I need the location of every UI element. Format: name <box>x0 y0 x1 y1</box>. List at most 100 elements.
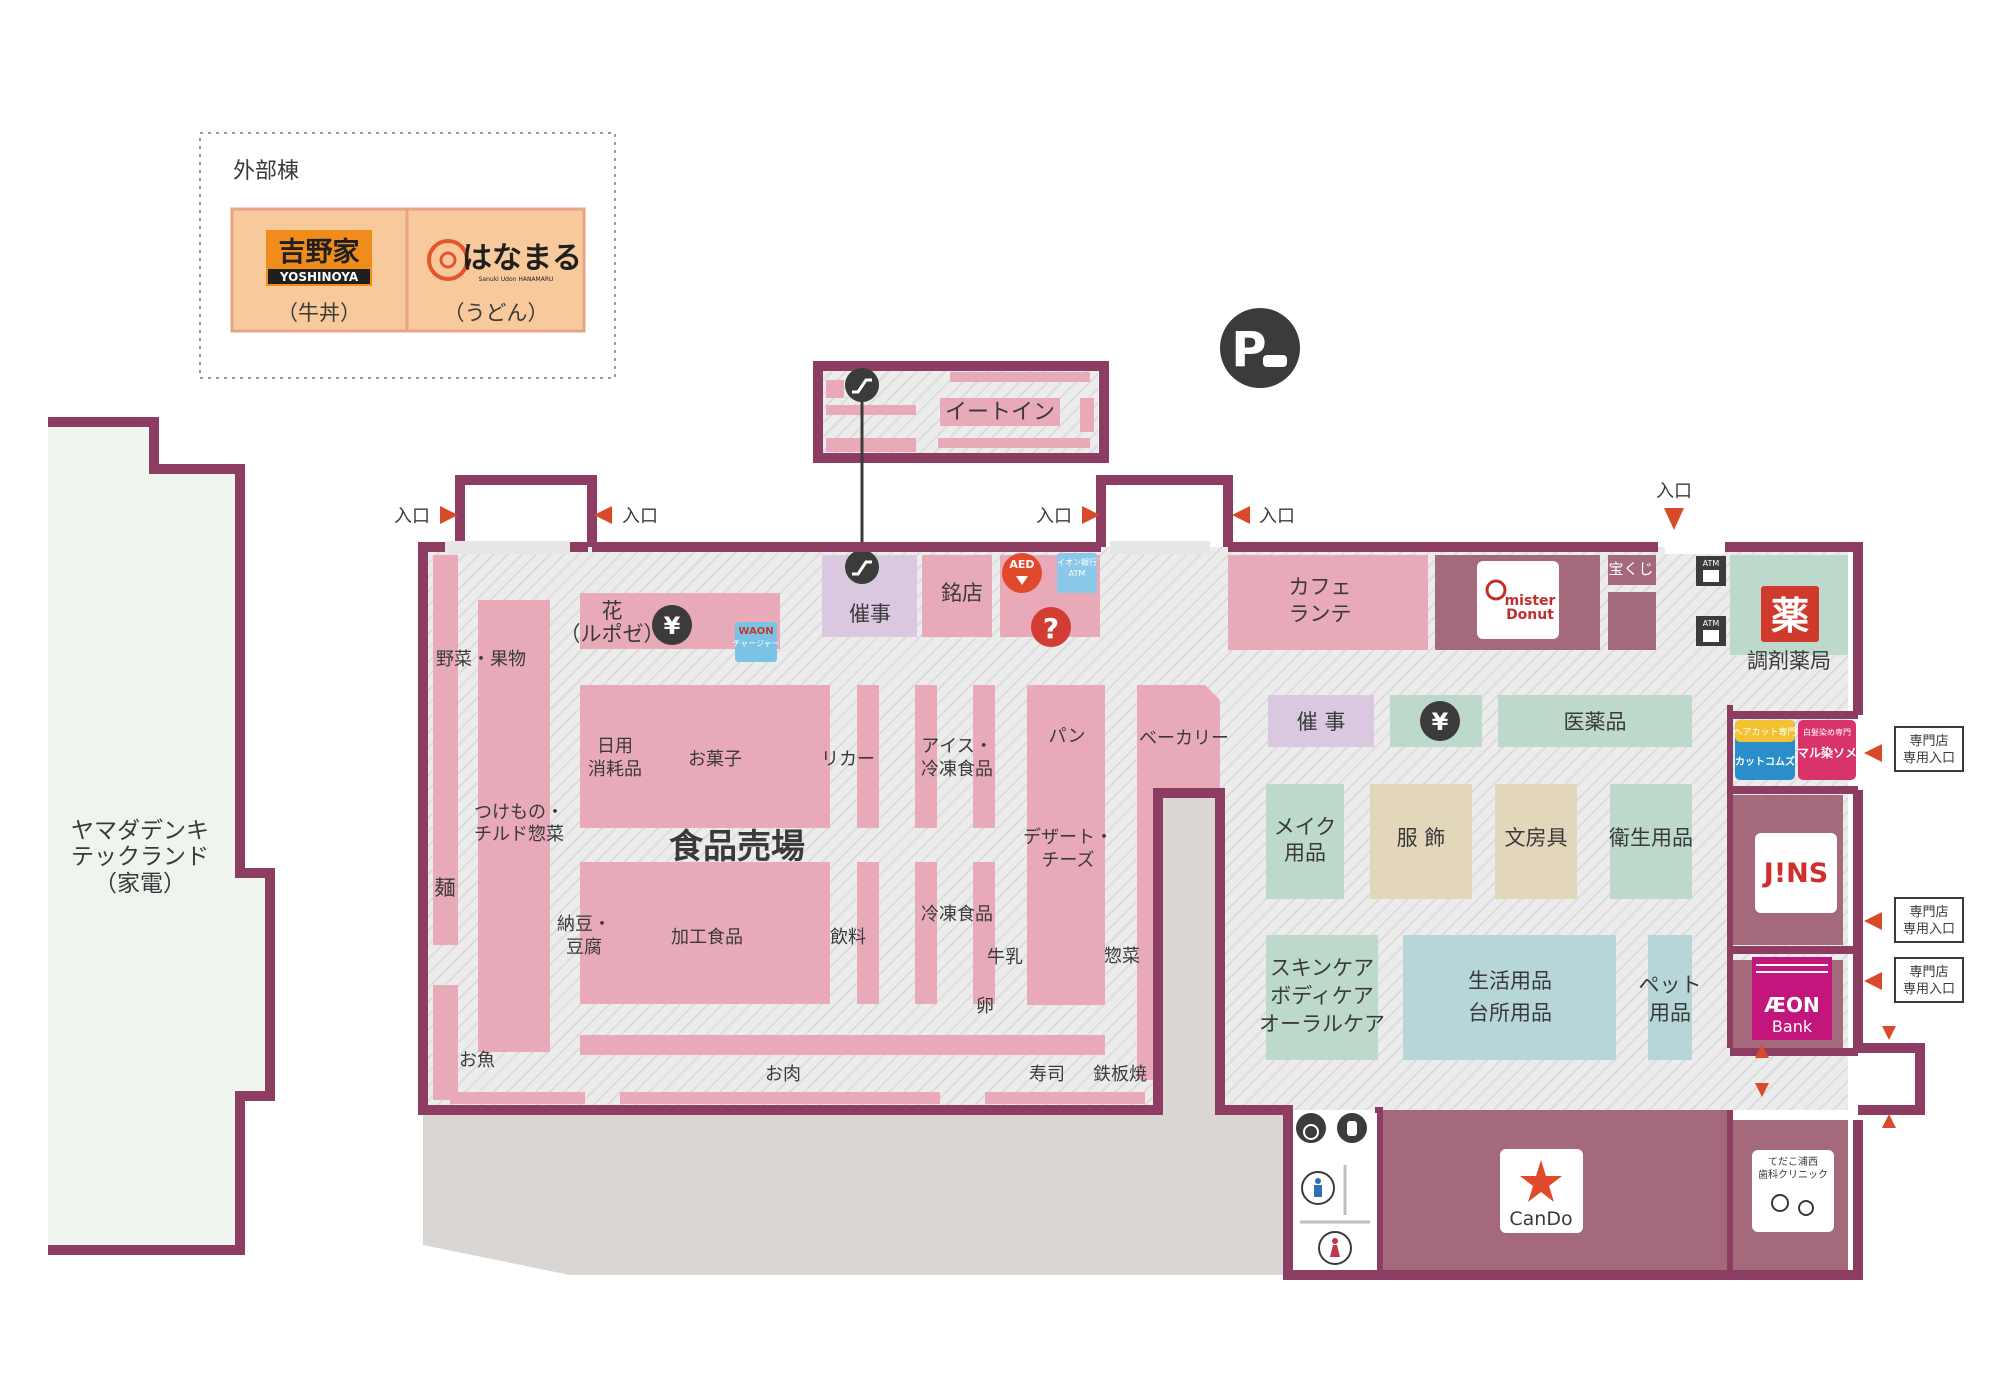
waon-charger-icon: WAON チャージャー <box>732 622 780 662</box>
atm-icon: ATM <box>1696 616 1726 646</box>
tsukemono-label-2: チルド惣菜 <box>474 824 564 845</box>
dental-clinic-logo[interactable]: てだこ浦西 歯科クリニック <box>1752 1150 1834 1232</box>
svg-text:てだこ浦西: てだこ浦西 <box>1768 1155 1818 1168</box>
event-label-2: 催 事 <box>1297 710 1346 734</box>
specialty-entrance-1: 専門店 専用入口 <box>1864 726 1964 772</box>
specialty-entrance-3: 専門店 専用入口 <box>1864 957 1964 1003</box>
svg-text:YOSHINOYA: YOSHINOYA <box>279 270 359 284</box>
entrance-arrow-icon <box>1864 912 1882 930</box>
milk-label: 牛乳 <box>987 947 1023 968</box>
entrance-arrow-icon <box>1864 744 1882 762</box>
entrance-arrow-icon <box>1882 1114 1896 1128</box>
entrance-5: 入口 <box>1656 481 1692 530</box>
entrance-1: 入口 <box>394 506 458 527</box>
hygiene-label: 衛生用品 <box>1609 826 1693 850</box>
cafe-label-2: ランテ <box>1289 602 1352 626</box>
jins-logo[interactable]: J!NS <box>1755 833 1837 913</box>
cando-logo[interactable]: CanDo <box>1500 1149 1583 1233</box>
entrance-arrow-icon <box>1882 1026 1896 1040</box>
information-icon: ? <box>1031 607 1071 647</box>
svg-text:入口: 入口 <box>1656 481 1692 502</box>
svg-text:J!NS: J!NS <box>1762 858 1828 889</box>
skincare-label-3: オーラルケア <box>1259 1012 1385 1036</box>
svg-text:CanDo: CanDo <box>1509 1208 1572 1230</box>
dessert-label-2: チーズ <box>1041 850 1094 871</box>
svg-text:白髪染め専門: 白髪染め専門 <box>1803 727 1851 737</box>
pharmacy-logo[interactable]: 薬 <box>1761 586 1819 642</box>
deli-label: 惣菜 <box>1104 946 1140 967</box>
svg-text:ATM: ATM <box>1703 619 1720 628</box>
aeon-atm-icon: イオン銀行 ATM <box>1057 553 1097 593</box>
bakery-label: ベーカリー <box>1139 728 1229 749</box>
sushi-label: 寿司 <box>1029 1064 1065 1085</box>
bread-label: パン <box>1049 726 1086 747</box>
entrance-2: 入口 <box>594 506 658 527</box>
medicine-label: 医薬品 <box>1564 710 1627 734</box>
svg-text:?: ? <box>1043 612 1059 645</box>
svg-text:吉野家: 吉野家 <box>279 236 360 268</box>
entrance-3: 入口 <box>1036 506 1100 527</box>
yoshinoya-store[interactable]: 吉野家 YOSHINOYA （牛丼） <box>266 230 372 325</box>
svg-text:専用入口: 専用入口 <box>1903 922 1955 937</box>
svg-text:ATM: ATM <box>1703 559 1720 568</box>
donut-icon <box>1485 579 1507 601</box>
svg-text:入口: 入口 <box>1036 506 1072 527</box>
svg-text:入口: 入口 <box>622 506 658 527</box>
parking-icon: P <box>1220 308 1300 388</box>
escalator-icon-upper <box>845 368 879 402</box>
svg-text:テックランド: テックランド <box>71 844 209 870</box>
ice-label-1: アイス・ <box>921 736 992 757</box>
snacks-label: お菓子 <box>688 749 742 770</box>
svg-text:P: P <box>1231 322 1266 378</box>
yen-icon: ¥ <box>1420 701 1460 741</box>
hair-color-tenant[interactable]: 白髪染め専門 マル染ソメ <box>1797 720 1857 780</box>
food-area <box>433 555 1220 1104</box>
makeup-label-1: メイク <box>1274 815 1337 839</box>
egg-label: 卵 <box>976 996 994 1017</box>
natto-label-1: 納豆・ <box>557 914 611 935</box>
svg-text:mister: mister <box>1505 593 1556 609</box>
hanamaru-flower-icon <box>427 239 469 281</box>
skincare-label-2: ボディケア <box>1270 984 1374 1008</box>
makeup-label-2: 用品 <box>1284 841 1326 865</box>
pet-label-2: 用品 <box>1649 1001 1691 1025</box>
takarakuji-label: 宝くじ <box>1608 560 1653 578</box>
stationery-label: 文房具 <box>1505 826 1568 850</box>
living-label-2: 台所用品 <box>1468 1001 1552 1025</box>
entrance-arrow-icon <box>1232 506 1250 524</box>
hanamaru-store[interactable]: はなまる Sanuki Udon HANAMARU （うどん） <box>427 239 582 325</box>
svg-text:ヤマダデンキ: ヤマダデンキ <box>71 818 209 844</box>
svg-text:AED: AED <box>1009 558 1034 571</box>
svg-text:ÆON: ÆON <box>1764 993 1819 1017</box>
cafe-label-1: カフェ <box>1289 575 1352 599</box>
svg-text:チャージャー: チャージャー <box>732 639 779 648</box>
svg-text:イオン銀行: イオン銀行 <box>1057 557 1097 567</box>
pharmacy-label: 調剤薬局 <box>1747 649 1831 673</box>
yoshinoya-category: （牛丼） <box>277 301 361 325</box>
event-label-1: 催事 <box>849 602 891 626</box>
flower-label-2: （ルポゼ） <box>560 622 665 646</box>
entrance-arrow-icon <box>1864 972 1882 990</box>
yamada-denki-building[interactable]: ヤマダデンキ テックランド （家電） <box>48 417 275 1255</box>
clothes-label: 服 飾 <box>1397 826 1446 850</box>
daily-label-1: 日用 <box>597 736 633 757</box>
svg-text:マル染ソメ: マル染ソメ <box>1797 745 1857 760</box>
meat-label: お肉 <box>765 1064 801 1085</box>
dessert-label-1: デザート・ <box>1023 827 1113 848</box>
escalator-icon-lower <box>845 550 879 584</box>
svg-text:WAON: WAON <box>738 626 773 637</box>
svg-text:専用入口: 専用入口 <box>1903 982 1955 997</box>
svg-text:ヘアカット専門: ヘアカット専門 <box>1733 726 1796 738</box>
yen-icon: ¥ <box>652 605 692 645</box>
ice-label-2: 冷凍食品 <box>921 759 993 780</box>
haircut-tenant[interactable]: ヘアカット専門 カットコムズ <box>1733 720 1797 780</box>
entrance-arrow-icon <box>1082 506 1100 524</box>
entrance-arrow-icon <box>1755 1083 1769 1097</box>
entrance-arrow-icon <box>440 506 458 524</box>
natto-label-2: 豆腐 <box>566 937 602 958</box>
aeon-bank-logo[interactable]: ÆON Bank <box>1752 957 1832 1040</box>
eat-in-label: イートイン <box>945 400 1055 425</box>
women-restroom-icon <box>1318 1231 1352 1265</box>
mister-donut-logo[interactable]: mister Donut <box>1477 561 1559 639</box>
svg-text:¥: ¥ <box>1432 708 1449 736</box>
